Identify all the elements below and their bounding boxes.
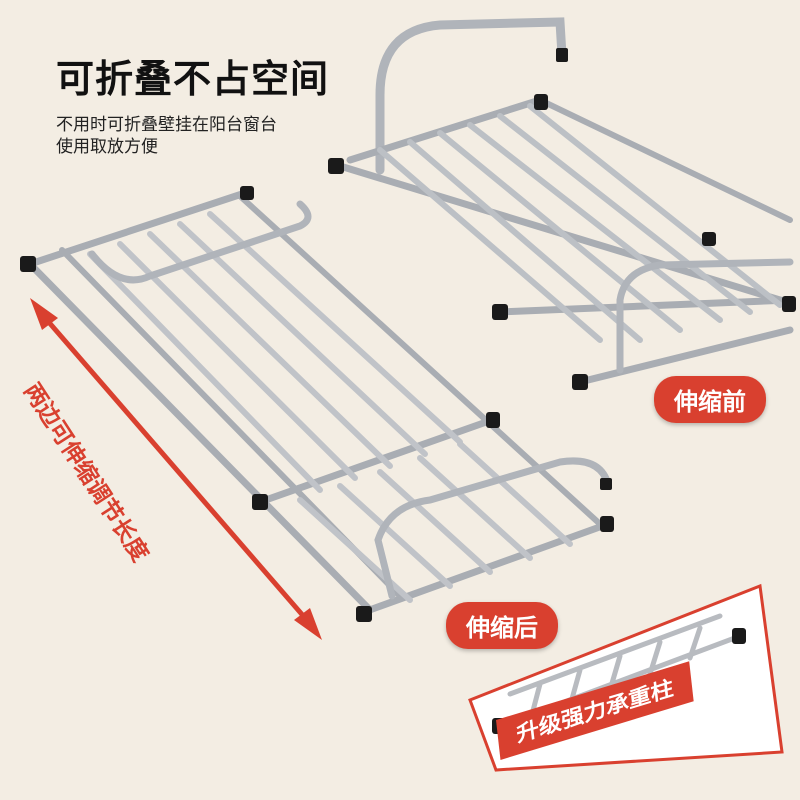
hook-cap-icon bbox=[556, 48, 568, 62]
end-cap-icon bbox=[20, 256, 36, 272]
badge-after-extension: 伸缩后 bbox=[446, 602, 558, 649]
end-cap-icon bbox=[600, 478, 612, 490]
subtext-line-1: 不用时可折叠壁挂在阳台窗台 bbox=[56, 115, 277, 135]
end-cap-icon bbox=[600, 516, 614, 532]
rack-after bbox=[20, 186, 614, 622]
end-cap-icon bbox=[328, 158, 344, 174]
end-cap-icon bbox=[492, 304, 508, 320]
badge-before-extension: 伸缩前 bbox=[654, 376, 766, 423]
end-cap-icon bbox=[702, 232, 716, 246]
end-cap-icon bbox=[732, 628, 746, 644]
rack-before bbox=[328, 17, 796, 390]
end-cap-icon bbox=[572, 374, 588, 390]
subtext-line-2: 使用取放方便 bbox=[56, 137, 158, 157]
subtext: 不用时可折叠壁挂在阳台窗台 使用取放方便 bbox=[56, 114, 277, 158]
end-cap-icon bbox=[240, 186, 254, 200]
end-cap-icon bbox=[782, 296, 796, 312]
length-arrow bbox=[30, 298, 322, 640]
end-cap-icon bbox=[356, 606, 372, 622]
end-cap-icon bbox=[534, 94, 548, 110]
end-cap-icon bbox=[252, 494, 268, 510]
end-cap-icon bbox=[486, 412, 500, 428]
headline: 可折叠不占空间 bbox=[56, 57, 330, 101]
